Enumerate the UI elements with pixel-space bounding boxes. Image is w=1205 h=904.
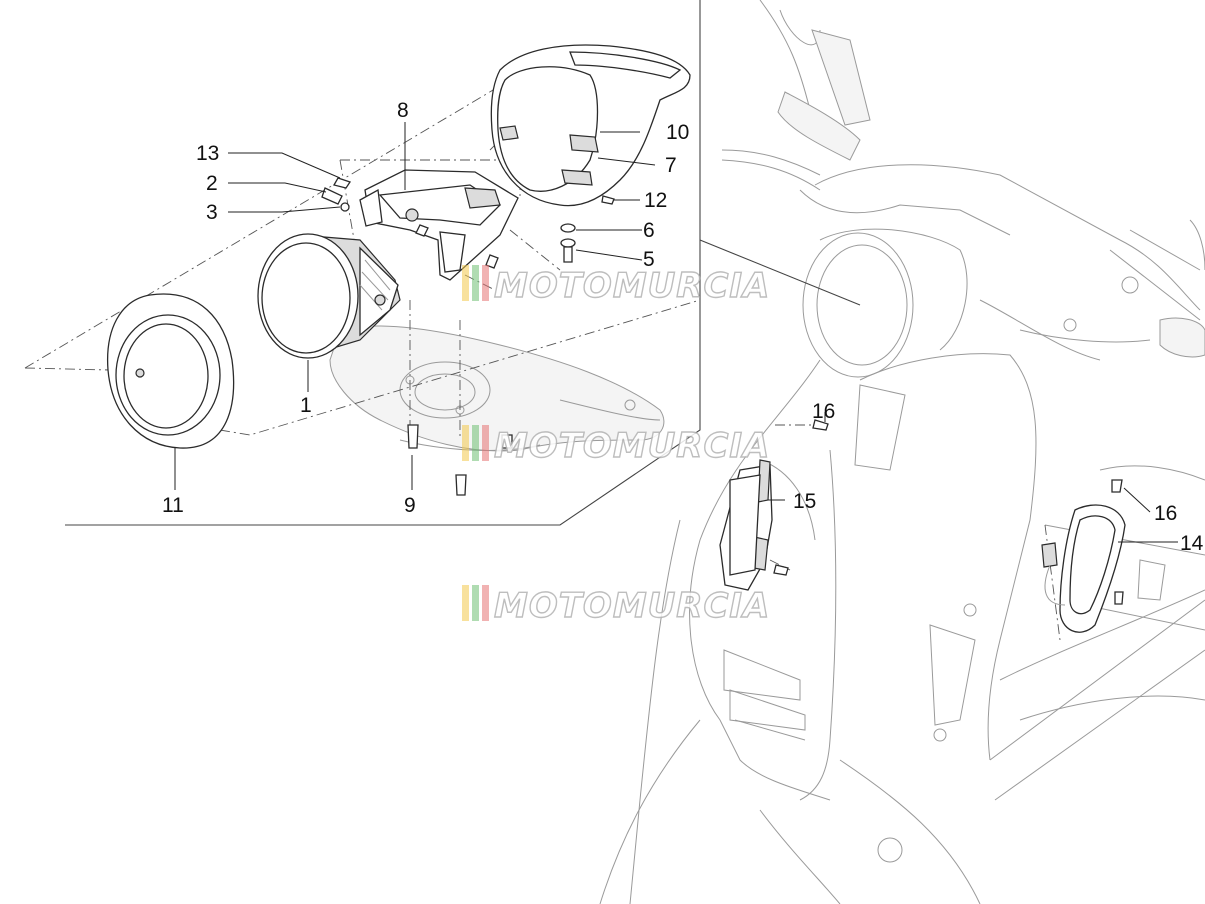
part-headlight-rim	[106, 293, 235, 449]
callout-6: 6	[643, 219, 655, 242]
callout-13: 13	[196, 142, 219, 165]
callout-14: 14	[1180, 532, 1204, 555]
callout-5: 5	[643, 248, 655, 271]
callout-9: 9	[404, 494, 416, 517]
callout-15: 15	[793, 490, 816, 513]
watermark-3: MOTOMURCIA	[462, 585, 770, 627]
watermark-stripe	[462, 585, 469, 621]
watermark-stripe	[482, 425, 489, 461]
scooter-outline	[599, 0, 1205, 904]
part-turn-signal-right	[719, 459, 773, 591]
watermark-stripe	[462, 265, 469, 301]
part-headlight-unit	[257, 233, 401, 359]
callout-3: 3	[206, 201, 218, 224]
part-headlight-bracket	[359, 169, 519, 281]
watermark-1: MOTOMURCIA	[462, 265, 770, 307]
callout-1: 1	[300, 394, 312, 417]
part-headlight-cowling	[490, 44, 691, 207]
watermark-stripe	[472, 425, 479, 461]
callout-10: 10	[666, 121, 689, 144]
part-turn-signal-left	[1041, 504, 1126, 633]
callout-labels: 1 2 3 5 6 7 8 9 10 11 12 13 14 15 16 16	[162, 99, 1204, 555]
callout-11: 11	[162, 494, 184, 517]
watermark-stripe	[472, 585, 479, 621]
watermark-stripe	[482, 585, 489, 621]
leader-lines	[174, 122, 1178, 543]
watermark-2: MOTOMURCIA	[462, 425, 770, 467]
callout-7: 7	[665, 154, 677, 177]
callout-16-right: 16	[812, 400, 835, 423]
watermark-stripe	[462, 425, 469, 461]
watermark-text: MOTOMURCIA	[494, 586, 770, 626]
callout-16-left: 16	[1154, 502, 1177, 525]
watermark-text: MOTOMURCIA	[494, 266, 770, 306]
watermark-text: MOTOMURCIA	[494, 426, 770, 466]
callout-2: 2	[206, 172, 218, 195]
callout-12: 12	[644, 189, 667, 212]
callout-8: 8	[397, 99, 409, 122]
watermark-stripe	[482, 265, 489, 301]
hardware-fasteners	[321, 177, 1124, 605]
watermark-stripe	[472, 265, 479, 301]
